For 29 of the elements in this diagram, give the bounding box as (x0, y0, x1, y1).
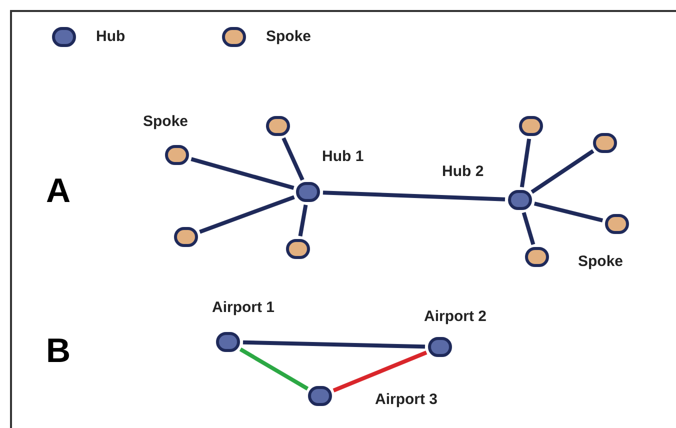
connector-line (239, 348, 309, 390)
node-label: Hub 1 (322, 149, 364, 164)
spoke-node (519, 116, 543, 136)
node-label: Hub 2 (442, 164, 484, 179)
connector-line (190, 157, 294, 190)
connector-line (282, 137, 304, 181)
connector-line (322, 190, 506, 202)
spoke-node (605, 214, 629, 234)
connector-line (332, 350, 428, 392)
connector-line (199, 195, 295, 234)
node-label: Spoke (143, 114, 188, 129)
section-letter: B (46, 334, 71, 368)
connector-line (242, 340, 426, 349)
connector-line (298, 204, 308, 236)
node-label: Airport 1 (212, 300, 275, 315)
node-label: Airport 2 (424, 309, 487, 324)
spoke-node (593, 133, 617, 153)
spoke-node (266, 116, 290, 136)
spoke-node (286, 239, 310, 259)
legend-label: Hub (96, 27, 126, 47)
connector-line (520, 138, 532, 188)
connector-line (522, 212, 536, 245)
node-label: Spoke (578, 254, 624, 269)
connector-line (530, 149, 594, 194)
spoke-node (174, 227, 198, 247)
node-label: Airport 3 (375, 392, 438, 407)
connector-line (534, 202, 604, 222)
section-letter: A (46, 174, 71, 208)
legend-label: Spoke (266, 27, 312, 47)
